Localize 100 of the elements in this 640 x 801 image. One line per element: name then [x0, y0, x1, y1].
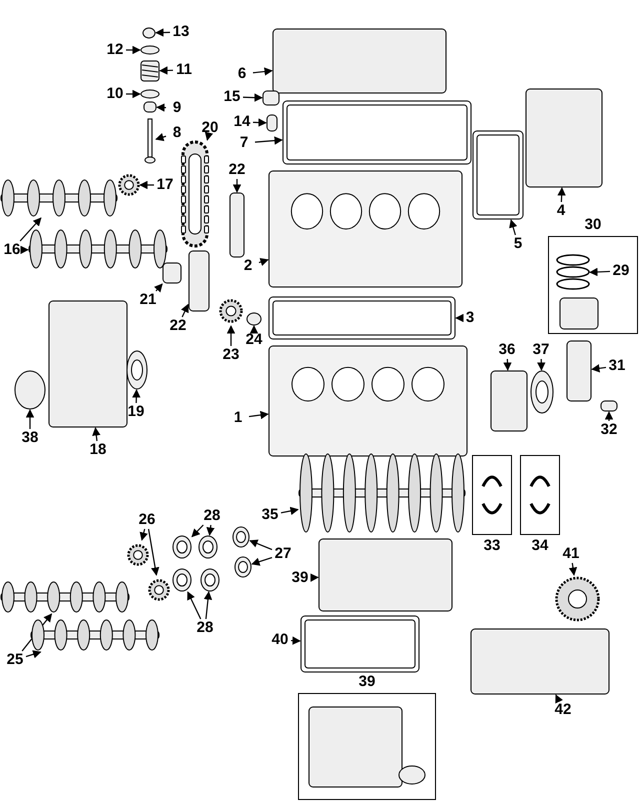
leader-line — [139, 180, 154, 190]
head-gasket-drawing — [268, 296, 456, 340]
callout-number: 39 — [289, 569, 311, 587]
callout-number: 27 — [272, 545, 294, 563]
callout-number: 33 — [482, 537, 502, 555]
pump-housing-drawing — [470, 628, 610, 695]
leader-line — [455, 314, 464, 322]
leader-line — [226, 325, 236, 346]
leader-line — [251, 557, 272, 566]
callout-number: 2 — [237, 257, 259, 275]
leader-line — [310, 573, 319, 582]
seal-carrier-drawing — [490, 370, 528, 432]
callout-number: 14 — [231, 113, 253, 131]
callout-number: 30 — [584, 216, 602, 234]
camshaft-drawing — [28, 228, 168, 270]
gasket-drawing — [300, 615, 420, 673]
callout-number: 41 — [560, 545, 582, 563]
leader-line — [568, 562, 578, 576]
crankshaft-drawing — [298, 452, 466, 534]
gasket-drawing — [472, 130, 524, 220]
callout-number: 25 — [4, 651, 26, 669]
leader-line — [148, 528, 160, 576]
seal-drawing — [126, 350, 148, 390]
callout-number: 3 — [459, 309, 481, 327]
callout-number: 40 — [269, 631, 291, 649]
leader-line — [290, 636, 301, 645]
timing-chain-drawing — [181, 140, 209, 248]
tensioner-drawing — [162, 262, 182, 284]
leader-line — [232, 179, 242, 193]
seal-drawing — [234, 556, 252, 578]
washer-drawing — [140, 45, 160, 55]
balance-shaft-drawing — [0, 580, 130, 614]
leader-line — [509, 219, 518, 236]
callout-number: 38 — [19, 429, 41, 447]
timing-cover-drawing — [48, 300, 128, 428]
balance-shaft-drawing — [30, 618, 160, 652]
pulley-drawing — [14, 370, 46, 410]
leader-line — [604, 411, 614, 421]
callout-number: 21 — [137, 291, 159, 309]
seat-drawing — [140, 89, 160, 99]
engine-block-drawing — [268, 345, 468, 457]
callout-number: 28 — [194, 619, 216, 637]
leader-line — [589, 268, 610, 276]
leader-line — [92, 427, 100, 442]
oil-pan-drawing — [308, 706, 403, 788]
callout-number: 20 — [199, 119, 221, 137]
valve-drawing — [144, 118, 156, 164]
callout-number: 11 — [173, 61, 195, 79]
leader-line — [26, 650, 42, 658]
bearing-drawing — [200, 568, 220, 592]
leader-line — [156, 103, 166, 112]
leader-line — [254, 136, 283, 145]
leader-line — [204, 132, 214, 141]
chain-guide-drawing — [188, 250, 210, 312]
callout-number: 39 — [358, 673, 376, 691]
leader-line — [242, 93, 263, 102]
leader-line — [252, 67, 273, 76]
bearing-drawing — [198, 535, 218, 559]
drain-plug-drawing — [398, 765, 426, 785]
seal-drawing — [232, 526, 250, 548]
connecting-rod-drawing — [566, 340, 592, 402]
chain-guide-drawing — [229, 192, 245, 258]
leader-line — [537, 358, 546, 371]
callout-number: 12 — [104, 41, 126, 59]
callout-number: 18 — [87, 441, 109, 459]
cylinder-head-drawing — [268, 170, 463, 288]
keeper-drawing — [143, 101, 157, 113]
leader-line — [206, 524, 215, 536]
callout-number: 6 — [231, 65, 253, 83]
callout-number: 7 — [233, 134, 255, 152]
leader-line — [250, 325, 258, 334]
plug-drawing — [266, 114, 278, 132]
callout-number: 36 — [496, 341, 518, 359]
leader-line — [26, 409, 34, 429]
leader-line — [249, 540, 272, 550]
callout-number: 10 — [104, 85, 126, 103]
oil-pump-drawing — [555, 575, 600, 623]
leader-line — [155, 28, 170, 37]
leader-line — [181, 304, 189, 318]
leader-line — [258, 258, 269, 266]
leader-line — [154, 283, 163, 292]
callout-number: 1 — [227, 409, 249, 427]
sensor-drawing — [262, 90, 280, 106]
leader-line — [20, 217, 42, 242]
camshaft-drawing — [0, 178, 118, 218]
callout-number: 16 — [1, 241, 23, 259]
leader-line — [204, 591, 212, 620]
cover-drawing — [525, 88, 603, 188]
leader-line — [159, 66, 174, 75]
leader-line — [248, 410, 269, 420]
callout-number: 29 — [610, 262, 632, 280]
leader-line — [140, 528, 148, 541]
piston-drawing — [559, 297, 599, 330]
leader-line — [280, 506, 299, 516]
oil-pan-drawing — [318, 538, 453, 612]
callout-number: 19 — [125, 403, 147, 421]
bearing-drawing — [172, 568, 192, 592]
callout-number: 8 — [166, 124, 188, 142]
callout-number: 37 — [530, 341, 552, 359]
leader-line — [555, 694, 563, 704]
